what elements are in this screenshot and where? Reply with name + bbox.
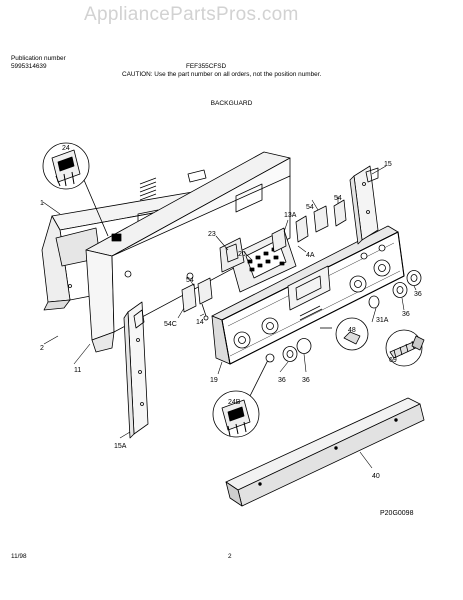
callout-36-d: 36 — [402, 311, 410, 318]
drawing-code: P20G0098 — [380, 510, 414, 517]
callout-4a: 4A — [306, 252, 315, 259]
knobs — [282, 270, 422, 362]
watermark: AppliancePartsPros.com — [84, 4, 299, 25]
callout-1: 1 — [40, 200, 44, 207]
callout-11: 11 — [74, 367, 81, 374]
inset-switch-24b — [212, 359, 269, 438]
footer-page-number: 2 — [228, 553, 232, 560]
publication-label: Publication number — [11, 55, 66, 62]
callout-24b: 24B — [228, 399, 241, 406]
inset-switch-24 — [42, 142, 109, 237]
callout-54-a: 54 — [306, 204, 314, 211]
inset-button-48 — [320, 317, 369, 351]
callout-2: 2 — [40, 345, 44, 352]
callout-20: 20 — [238, 251, 246, 258]
callout-54-c: 54 — [186, 277, 194, 284]
callout-48: 48 — [348, 327, 356, 334]
section-title: BACKGUARD — [210, 100, 253, 107]
callout-54c: 54C — [164, 321, 177, 328]
trim-strip-40 — [225, 397, 425, 507]
model-number: FEF355CFSD — [186, 63, 227, 70]
control-panel — [211, 225, 405, 365]
right-end-bracket — [349, 165, 379, 245]
callout-36-c: 36 — [414, 291, 422, 298]
callout-23: 23 — [208, 231, 216, 238]
screw-14 — [201, 303, 207, 317]
inset-screw-69 — [385, 329, 425, 367]
callout-19: 19 — [210, 377, 218, 384]
left-end-bracket — [123, 301, 149, 439]
callout-36-b: 36 — [302, 377, 310, 384]
lamp-socket — [265, 353, 275, 363]
screw-14-head — [203, 315, 209, 321]
caution-note: CAUTION: Use the part number on all orde… — [122, 71, 322, 78]
callout-69: 69 — [389, 357, 397, 364]
callout-15a: 15A — [114, 443, 127, 450]
callout-14: 14 — [196, 319, 204, 326]
switch-blocks — [181, 199, 347, 313]
callout-24: 24 — [62, 145, 70, 152]
callout-40: 40 — [372, 473, 380, 480]
callout-36-a: 36 — [278, 377, 286, 384]
callout-54-b: 54 — [334, 195, 342, 202]
callout-31a: 31A — [376, 317, 389, 324]
leader-lines — [42, 165, 417, 469]
footer-date: 11/98 — [11, 553, 27, 560]
center-panel — [85, 151, 291, 353]
publication-number: 5995314639 — [11, 63, 47, 70]
callout-15: 15 — [384, 161, 392, 168]
callout-13a: 13A — [284, 212, 297, 219]
